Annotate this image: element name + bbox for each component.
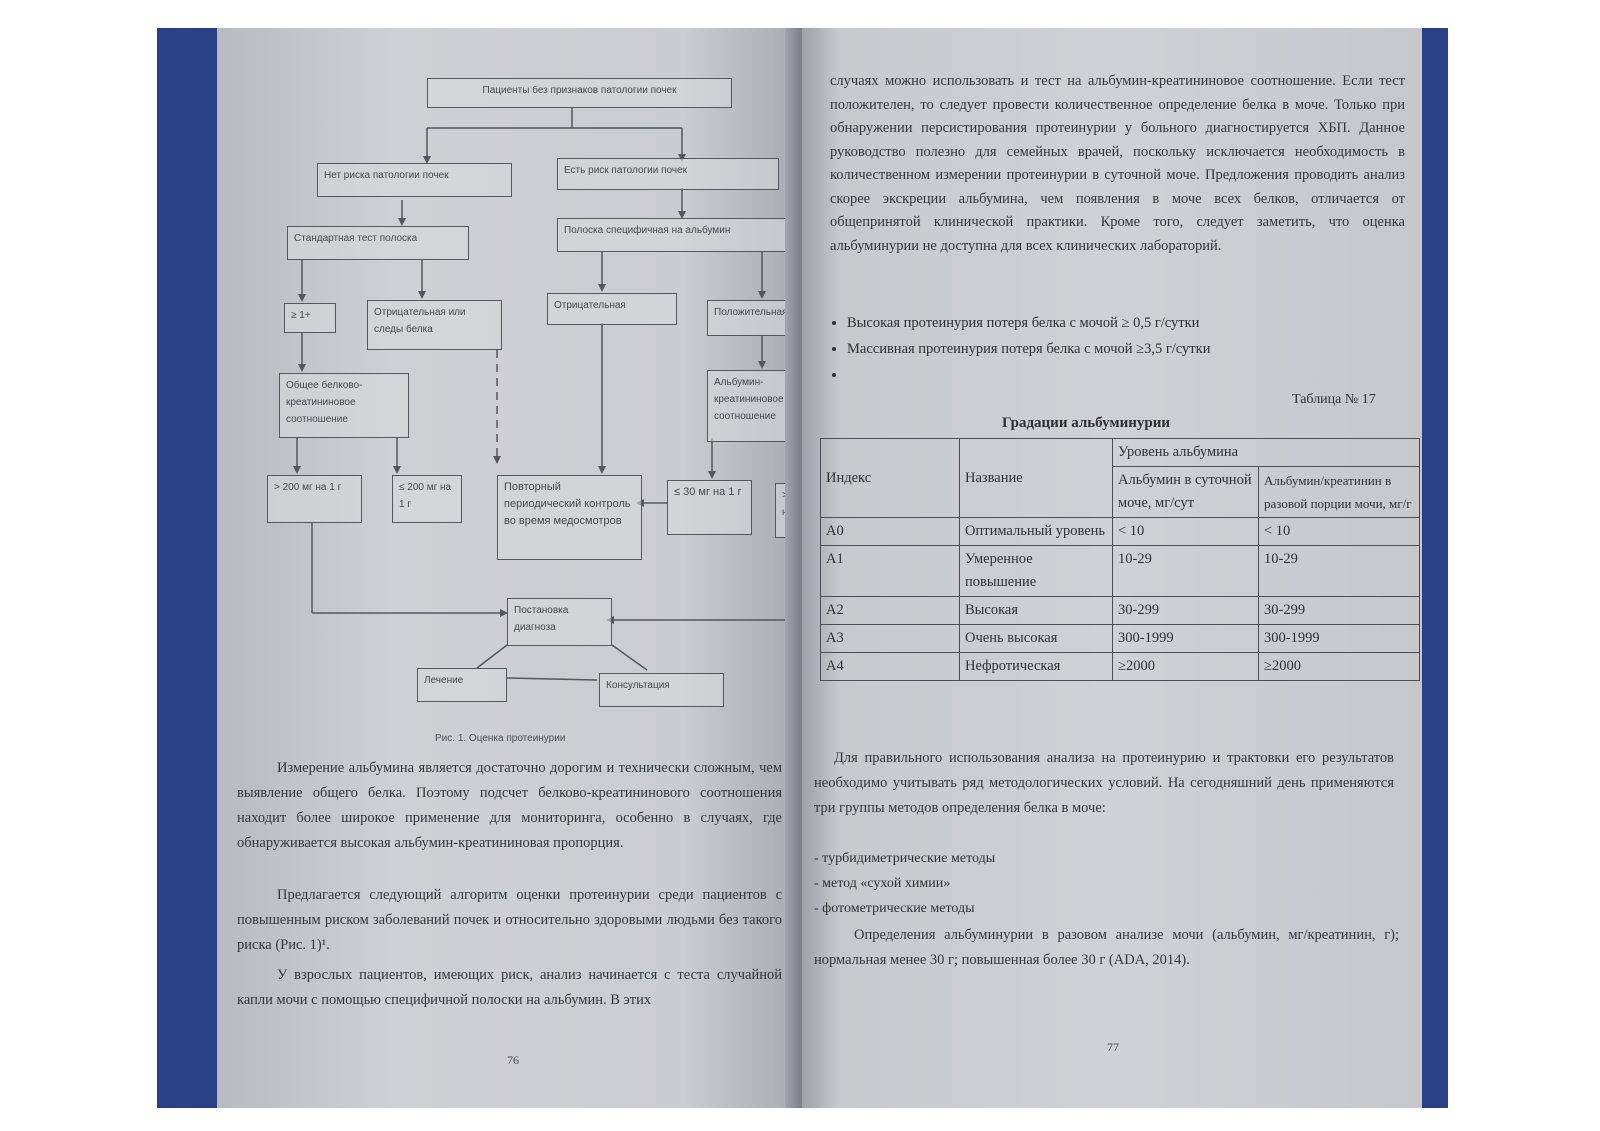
cell-single: < 10 [1258, 517, 1420, 546]
cell-name: Нефротическая [959, 652, 1113, 681]
flow-risk: Есть риск патологии почек [557, 158, 779, 190]
bullet-item [847, 362, 1407, 388]
cell-single: 300-1999 [1258, 624, 1420, 653]
bullet-item: Массивная протеинурия потеря белка с моч… [847, 336, 1407, 362]
flow-le200: ≤ 200 мг на 1 г [392, 475, 462, 523]
bullet-item: Высокая протеинурия потеря белка с мочой… [847, 310, 1407, 336]
paragraph-last: Определения альбуминурии в разовом анали… [814, 927, 1399, 968]
table-row: А4 Нефротическая ≥2000 ≥2000 [820, 652, 1420, 681]
header-level: Уровень альбумина [1112, 438, 1420, 467]
flow-total-ratio: Общее белково-креатининовое соотношение [279, 373, 409, 438]
method-item: - турбидиметрические методы [814, 851, 996, 866]
cell-index: А4 [820, 652, 960, 681]
figure-caption: Рис. 1. Оценка протеинурии [435, 733, 566, 744]
flow-consult: Консультация [599, 673, 724, 707]
flowchart-connectors [293, 108, 800, 681]
flow-negative: Отрицательная [547, 293, 677, 325]
flow-std-test: Стандартная тест полоска [287, 226, 469, 260]
cell-name: Умеренное повышение [959, 545, 1113, 597]
flow-le30: ≤ 30 мг на 1 г [667, 480, 752, 535]
cell-single: ≥2000 [1258, 652, 1420, 681]
method-item: - метод «сухой химии» [814, 876, 951, 891]
flow-ge1: ≥ 1+ [284, 303, 336, 333]
cell-name: Очень высокая [959, 624, 1113, 653]
page-number-left: 76 [507, 1053, 519, 1067]
table-number: Таблица № 17 [1292, 392, 1376, 407]
flow-neg-traces: Отрицательная или следы белка [367, 300, 502, 350]
cell-daily: 30-299 [1112, 596, 1259, 625]
cell-single: 30-299 [1258, 596, 1420, 625]
cell-index: А1 [820, 545, 960, 597]
cell-daily: 300-1999 [1112, 624, 1259, 653]
header-name: Название [959, 438, 1113, 518]
header-single: Альбумин/креатинин в разовой порции мочи… [1258, 466, 1420, 518]
methods-list: - турбидиметрические методы - метод «сух… [814, 846, 1374, 921]
flow-no-risk: Нет риска патологии почек [317, 163, 512, 197]
paragraph-top: случаях можно использовать и тест на аль… [830, 73, 1405, 254]
flow-albumin-strip: Полоска специфичная на альбумин [557, 218, 815, 252]
flow-diagnosis: Постановка диагноза [507, 598, 612, 646]
header-daily: Альбумин в суточной моче, мг/сут [1112, 466, 1259, 518]
cell-daily: ≥2000 [1112, 652, 1259, 681]
paragraph-1: Измерение альбумина является достаточно … [237, 760, 782, 851]
method-item: - фотометрические методы [814, 901, 975, 916]
paragraph-2: Предлагается следующий алгоритм оценки п… [237, 887, 782, 953]
table-row: А3 Очень высокая 300-1999 300-1999 [820, 624, 1420, 653]
right-page: случаях можно использовать и тест на аль… [802, 28, 1422, 1108]
cell-daily: < 10 [1112, 517, 1259, 546]
flow-repeat: Повторный периодический контроль во врем… [497, 475, 642, 560]
albuminuria-table: Индекс Название Уровень альбумина Альбум… [820, 438, 1420, 681]
flow-treatment: Лечение [417, 668, 507, 702]
cell-daily: 10-29 [1112, 545, 1259, 597]
book-photo: Пациенты без признаков патологии почек Н… [157, 28, 1448, 1108]
left-page: Пациенты без признаков патологии почек Н… [217, 28, 827, 1108]
flow-root: Пациенты без признаков патологии почек [427, 78, 732, 108]
paragraph-3: У взрослых пациентов, имеющих риск, анал… [237, 967, 782, 1008]
table-row: А2 Высокая 30-299 30-299 [820, 596, 1420, 625]
header-index: Индекс [820, 438, 960, 518]
cell-name: Высокая [959, 596, 1113, 625]
cell-name: Оптимальный уровень [959, 517, 1113, 546]
paragraph-methods: Для правильного использования анализа на… [814, 750, 1394, 816]
flow-gt200: > 200 мг на 1 г [267, 475, 362, 523]
cell-index: А3 [820, 624, 960, 653]
cell-index: А2 [820, 596, 960, 625]
cell-index: А0 [820, 517, 960, 546]
bullet-list: Высокая протеинурия потеря белка с мочой… [807, 310, 1407, 388]
table-title: Градации альбуминурии [1002, 415, 1171, 431]
page-number-right: 77 [1107, 1040, 1119, 1054]
cell-single: 10-29 [1258, 545, 1420, 597]
table-row: А1 Умеренное повышение 10-29 10-29 [820, 545, 1420, 597]
table-row: А0 Оптимальный уровень < 10 < 10 [820, 517, 1420, 546]
